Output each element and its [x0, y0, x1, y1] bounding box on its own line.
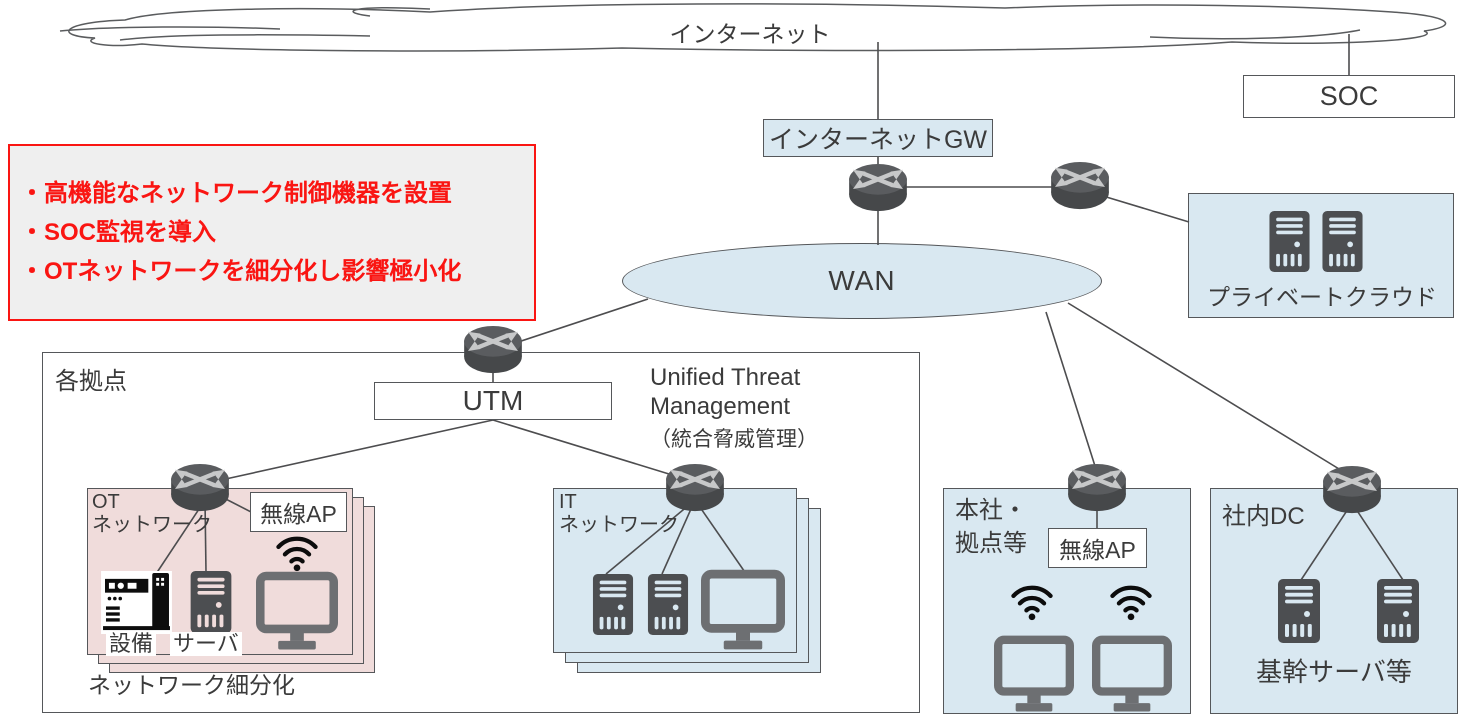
ot-wireless-ap-label: 無線AP [260, 501, 337, 527]
ot-wireless-ap-box: 無線AP [250, 492, 347, 532]
internet-gw-box: インターネットGW [763, 119, 993, 157]
monitor-icon [994, 634, 1074, 714]
wan-label: WAN [828, 265, 896, 296]
note-line: ・OTネットワークを細分化し影響極小化 [20, 258, 462, 285]
utm-label: UTM [462, 385, 524, 416]
monitor-icon [701, 569, 785, 651]
utm-description: Unified Threat Management （統合脅威管理） [650, 363, 818, 454]
hq-wireless-ap-box: 無線AP [1048, 528, 1147, 568]
wifi-icon [1108, 582, 1154, 621]
server-icon [592, 573, 634, 636]
note-line: ・高機能なネットワーク制御機器を設置 [20, 180, 452, 207]
ot-segmentation-caption: ネットワーク細分化 [88, 672, 295, 698]
wifi-icon [1009, 582, 1055, 621]
private-cloud-box: プライベートクラウド [1188, 193, 1454, 318]
private-cloud-label: プライベートクラウド [1207, 284, 1437, 310]
server-icon [1376, 577, 1420, 645]
router-icon [1321, 465, 1383, 515]
router-icon [462, 325, 524, 375]
ot-network-label: OT ネットワーク [92, 491, 212, 537]
utm-desc-line: Unified Threat [650, 364, 801, 391]
router-icon [169, 463, 231, 513]
router-icon [847, 163, 909, 213]
annotation-note: ・高機能なネットワーク制御機器を設置 ・SOC監視を導入 ・OTネットワークを細… [8, 144, 536, 321]
server-icon [1277, 577, 1321, 645]
ot-name-line2: ネットワーク [92, 514, 212, 536]
hq-name-line2: 拠点等 [955, 530, 1027, 557]
monitor-icon [256, 570, 338, 652]
router-icon [664, 463, 726, 513]
internet-gw-label: インターネットGW [768, 126, 988, 154]
hq-name-line1: 本社・ [955, 497, 1027, 524]
utm-box: UTM [374, 382, 612, 420]
equipment-label: 設備 [106, 632, 157, 656]
soc-label: SOC [1319, 81, 1379, 111]
ot-server-label: サーバ [170, 632, 242, 656]
server-icon [1268, 210, 1311, 273]
dc-label: 社内DC [1222, 503, 1305, 530]
wan-ellipse: WAN [622, 243, 1102, 319]
dc-servers-caption: 基幹サーバ等 [1256, 657, 1412, 687]
note-line: ・SOC監視を導入 [20, 219, 217, 246]
sites-label: 各拠点 [55, 368, 127, 395]
server-icon [1321, 210, 1364, 273]
hq-label: 本社・ 拠点等 [955, 494, 1027, 560]
wifi-icon [274, 533, 320, 572]
router-icon [1066, 463, 1128, 513]
soc-box: SOC [1243, 75, 1455, 118]
it-name-line2: ネットワーク [559, 514, 679, 536]
utm-desc-ja: （統合脅威管理） [650, 428, 818, 451]
server-icon [189, 570, 233, 634]
internet-label: インターネット [669, 21, 831, 47]
it-name-line1: IT [559, 491, 577, 513]
hq-wireless-ap-label: 無線AP [1059, 537, 1136, 563]
monitor-icon [1092, 634, 1172, 714]
ot-name-line1: OT [92, 491, 120, 513]
utm-desc-line: Management [650, 393, 791, 420]
router-icon [1049, 161, 1111, 211]
server-icon [647, 573, 689, 636]
it-network-label: IT ネットワーク [559, 491, 679, 537]
equipment-icon [101, 571, 172, 634]
